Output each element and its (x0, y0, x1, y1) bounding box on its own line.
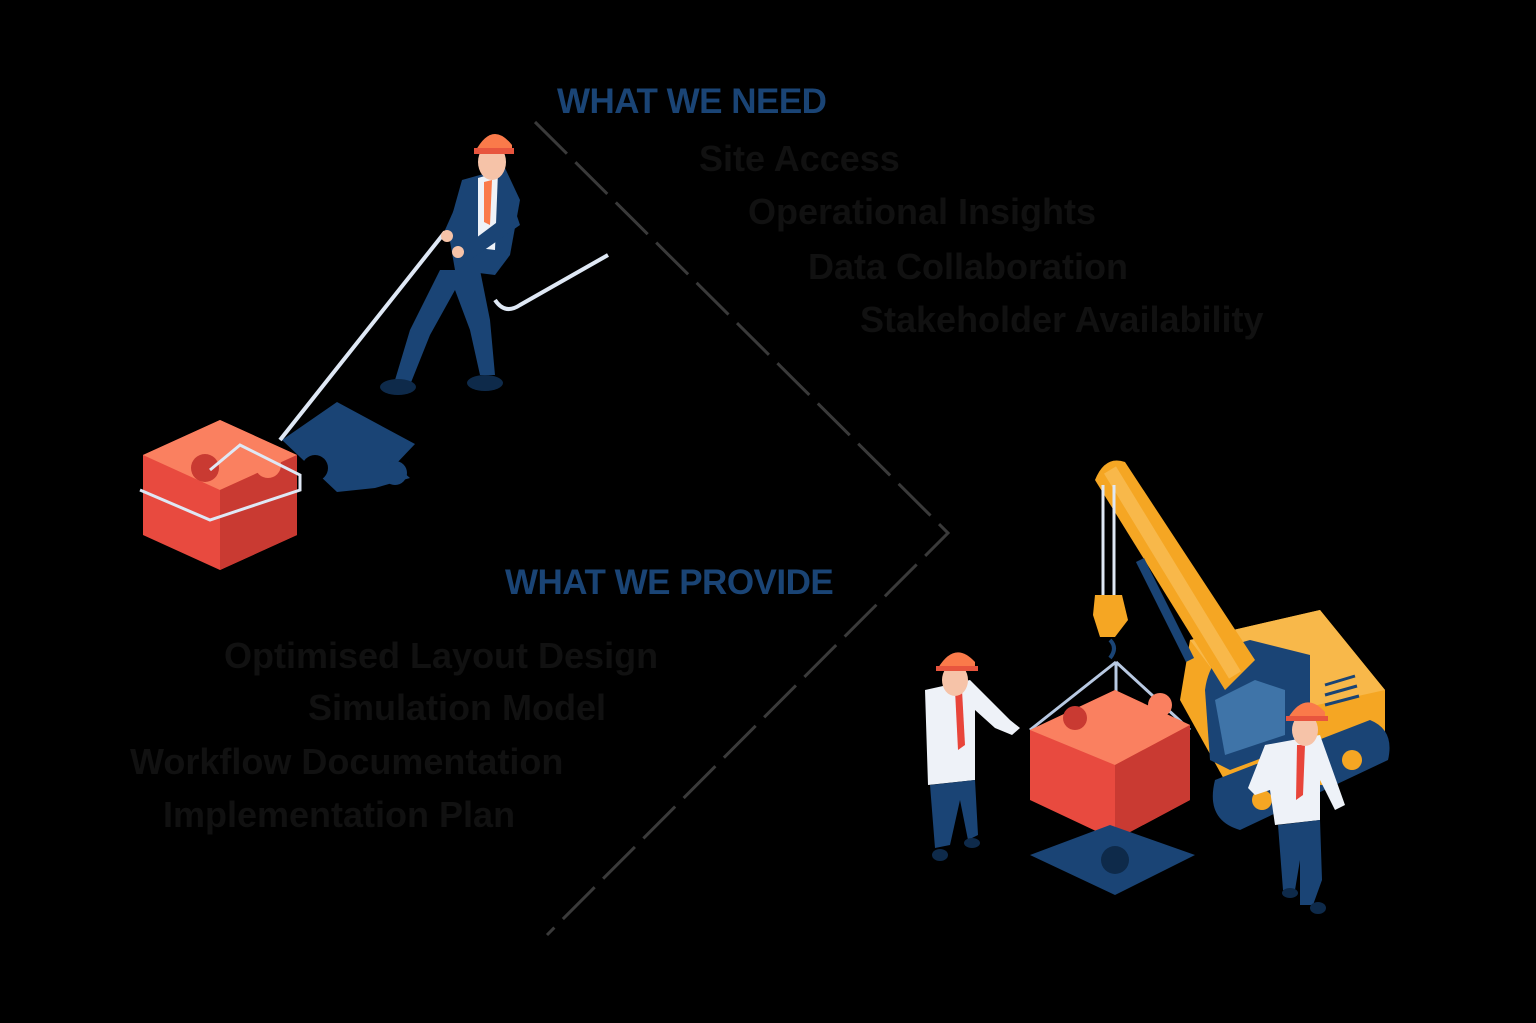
need-item-data-collaboration: Data Collaboration (808, 246, 1129, 287)
need-heading: WHAT WE NEED (557, 82, 827, 121)
need-item-stakeholder-availability: Stakeholder Availability (860, 299, 1264, 340)
provide-item-workflow-documentation: Workflow Documentation (130, 741, 564, 782)
need-item-site-access: Site Access (699, 138, 900, 179)
provide-item-implementation-plan: Implementation Plan (163, 794, 516, 835)
provide-heading: WHAT WE PROVIDE (505, 563, 834, 602)
need-item-operational-insights: Operational Insights (748, 191, 1097, 232)
provide-item-layout-design: Optimised Layout Design (224, 635, 659, 676)
provide-item-simulation-model: Simulation Model (308, 687, 607, 728)
engineer-left-icon (925, 680, 1020, 785)
